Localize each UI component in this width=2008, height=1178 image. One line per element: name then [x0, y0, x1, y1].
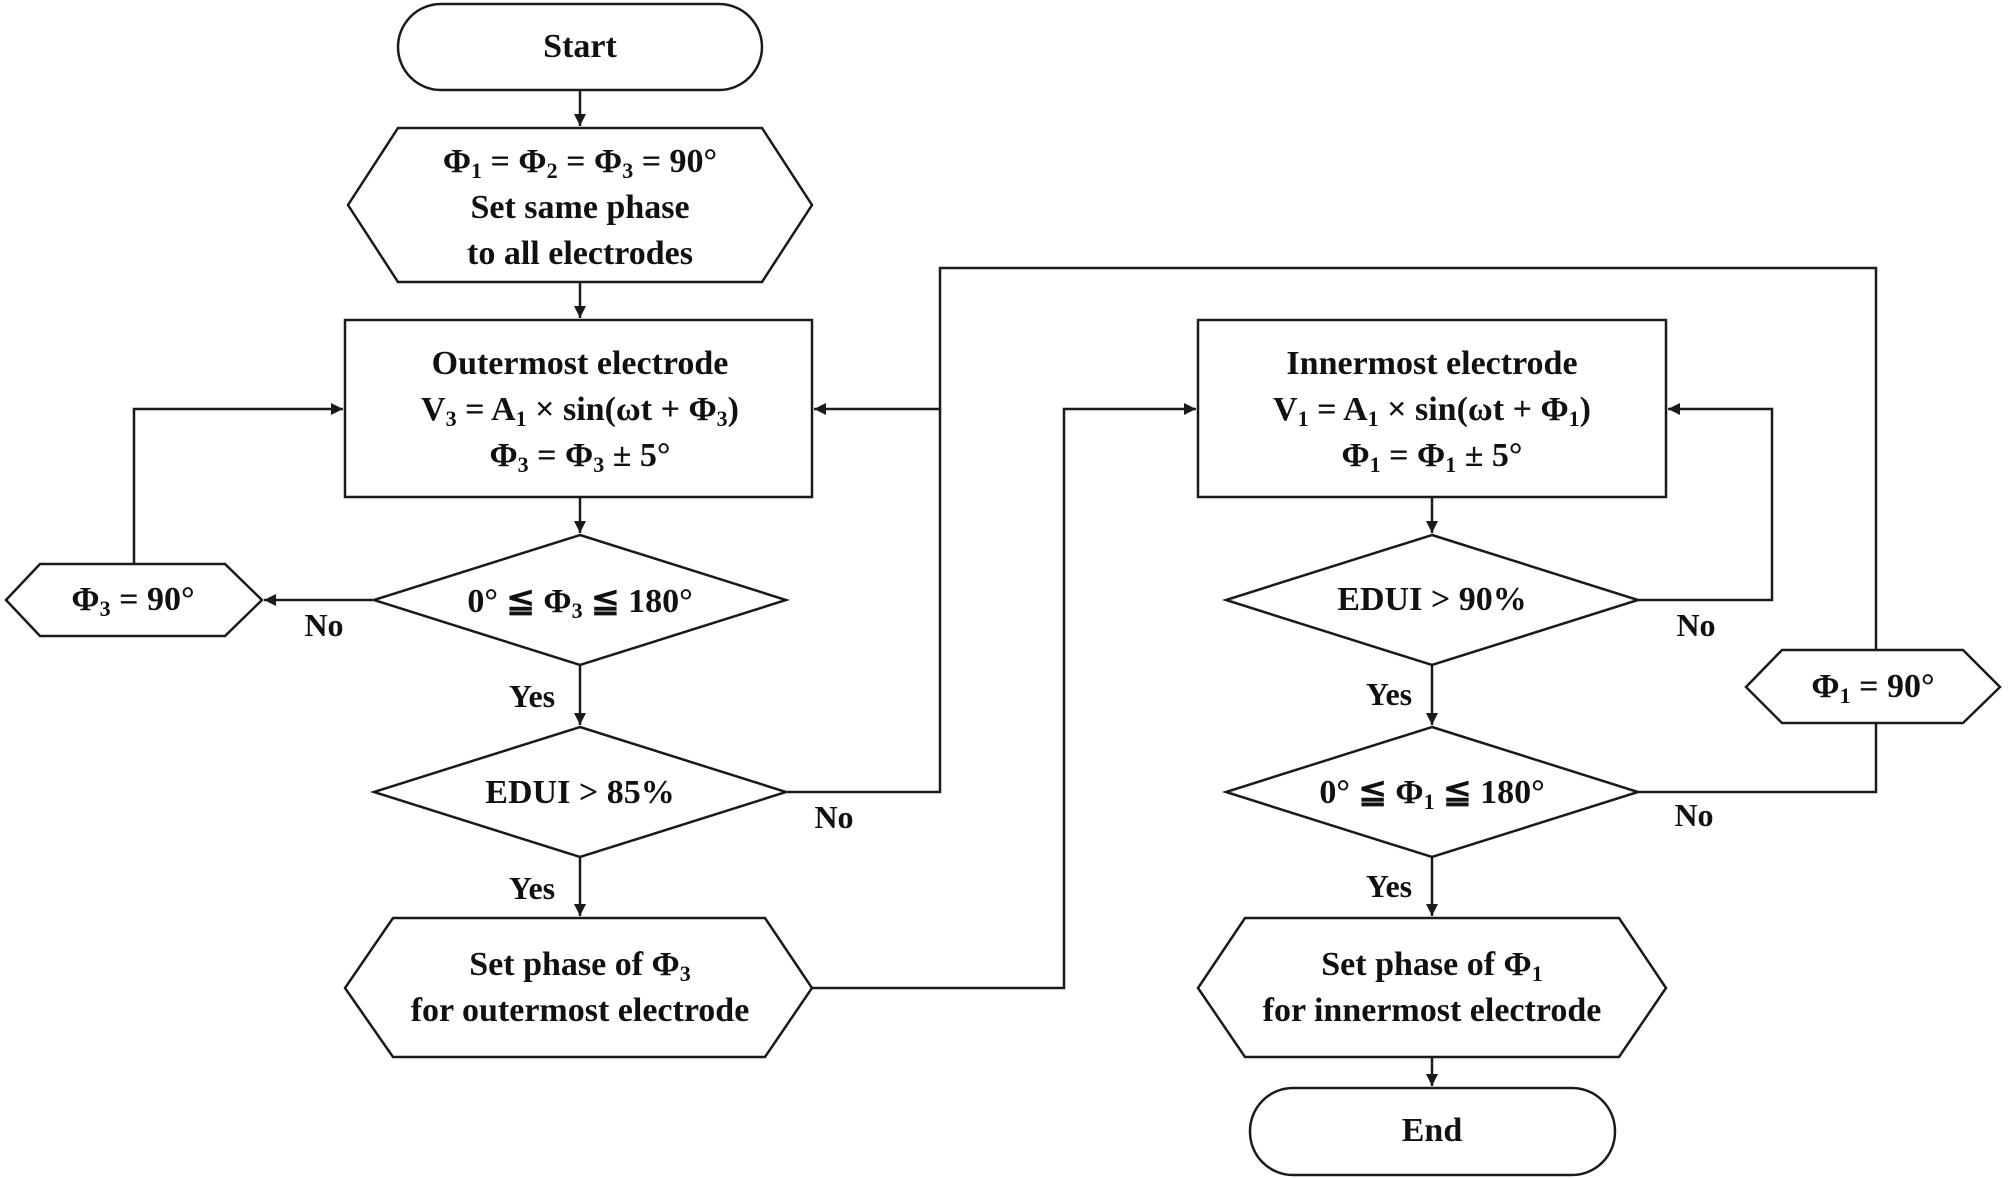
connector-inner-range-no-to-reset: [1638, 723, 1878, 794]
end-terminator: [1248, 1086, 1617, 1177]
inner-set-phase-label: Set phase of Φ1 for innermost electrode: [1262, 946, 1602, 1029]
edge-label-outer-range-no: No: [304, 607, 344, 643]
init-phase-equation: Φ1 = Φ2 = Φ3 = 90°: [442, 143, 718, 183]
init-phase-hexagon: [346, 126, 814, 284]
outer-process-title: Outermost electrode: [431, 345, 729, 382]
inner-process-title: Innermost electrode: [1286, 345, 1578, 382]
connector-reset-loop-to-outer: [132, 403, 343, 564]
inner-set-phase-hexagon: [1196, 916, 1668, 1059]
init-phase-line3: to all electrodes: [467, 235, 693, 272]
outer-process-box: [343, 318, 814, 499]
outer-process-formula: V3 = A1 × sin(ωt + Φ3): [421, 391, 739, 431]
edge-label-outer-edui-yes: Yes: [508, 870, 556, 906]
edge-label-outer-range-yes: Yes: [508, 678, 556, 714]
edge-label-inner-range-yes: Yes: [1365, 868, 1413, 904]
edge-label-outer-edui-no: No: [814, 799, 854, 835]
inner-reset-hexagon: [1744, 648, 2002, 725]
inner-process-update: Φ1 = Φ1 ± 5°: [1341, 437, 1523, 477]
outer-set-phase-label: Set phase of Φ3 for outermost electrode: [410, 946, 750, 1029]
inner-edui-label: EDUI > 90%: [1337, 581, 1527, 618]
inner-process-box: [1196, 318, 1668, 499]
edge-label-inner-range-no: No: [1674, 797, 1714, 833]
inner-process-formula: V1 = A1 × sin(ωt + Φ1): [1273, 391, 1591, 431]
edge-label-inner-edui-no: No: [1676, 607, 1716, 643]
outer-set-phase-hexagon: [343, 916, 814, 1059]
connector-inner-edui-no-loop: [1638, 403, 1774, 602]
outer-process-update: Φ3 = Φ3 ± 5°: [489, 437, 671, 477]
init-phase-line2: Set same phase: [470, 189, 690, 226]
connector-inner-reset-loop-to-outer: [938, 266, 1878, 650]
connector-outer-set-to-inner: [812, 403, 1196, 990]
end-label: End: [1401, 1112, 1463, 1149]
inner-process-label: Innermost electrode V1 = A1 × sin(ωt + Φ…: [1273, 341, 1591, 479]
outer-reset-hexagon: [4, 562, 264, 638]
start-label: Start: [543, 28, 617, 65]
init-phase-label: Φ1 = Φ2 = Φ3 = 90° Set same phase to all…: [443, 139, 717, 277]
outer-reset-label: Φ3 = 90°: [71, 581, 195, 621]
inner-range-label: 0° ≦ Φ1 ≦ 180°: [1319, 774, 1545, 814]
connector-edui-no-loop-to-outer: [786, 403, 942, 794]
outer-process-label: Outermost electrode V3 = A1 × sin(ωt + Φ…: [421, 341, 739, 479]
edge-label-inner-edui-yes: Yes: [1365, 676, 1413, 712]
outer-edui-label: EDUI > 85%: [485, 774, 675, 811]
inner-reset-label: Φ1 = 90°: [1811, 668, 1935, 708]
outer-range-label: 0° ≦ Φ3 ≦ 180°: [467, 583, 693, 623]
